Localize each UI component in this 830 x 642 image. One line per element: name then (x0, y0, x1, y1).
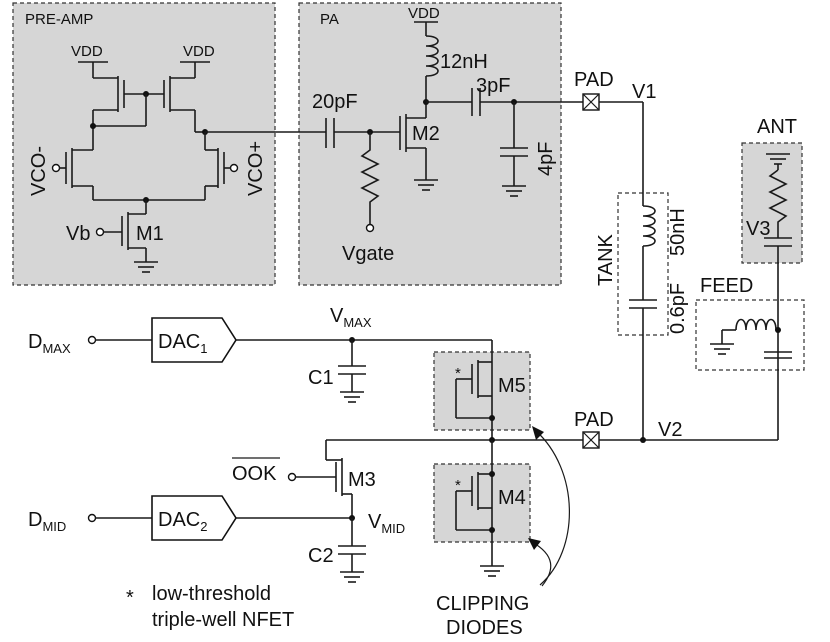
tank-title: TANK (595, 233, 617, 286)
preamp-vdd-left-label: VDD (71, 43, 103, 60)
antenna-circuit (764, 153, 792, 440)
c-shunt-label: 4pF (535, 142, 557, 176)
m5-transistor (455, 360, 495, 440)
clipping-arrow-upper (534, 429, 570, 586)
m1-label: M1 (136, 223, 164, 245)
dac1-path (87, 317, 493, 403)
l-tank-label: 50nH (667, 208, 689, 256)
feed-block (695, 299, 805, 371)
l-pa-label: 12nH (440, 51, 488, 73)
d-mid-label: DMID (28, 509, 66, 534)
v2-label: V2 (658, 419, 682, 441)
v1-label: V1 (632, 81, 656, 103)
c-tank-label: 0.6pF (667, 283, 689, 334)
pa-vdd-label: VDD (408, 5, 440, 22)
m5-star: * (455, 365, 461, 382)
m4-diode-block (433, 463, 531, 543)
m4-label: M4 (498, 487, 526, 509)
preamp-vdd-right-label: VDD (183, 43, 215, 60)
m5-diode-block (433, 351, 531, 431)
dac2-label: DAC2 (158, 509, 207, 534)
legend-line1: low-threshold (152, 583, 271, 605)
dac1-label: DAC1 (158, 331, 207, 356)
v3-label: V3 (746, 218, 770, 240)
legend-line2: triple-well NFET (152, 609, 294, 631)
vco-plus-label: VCO+ (245, 141, 267, 196)
antenna-title: ANT (757, 116, 797, 138)
tank-circuit (599, 101, 657, 440)
c2-label: C2 (308, 545, 334, 567)
c-couple-label: 20pF (312, 91, 358, 113)
dac2-path (87, 495, 366, 583)
feed-title: FEED (700, 275, 753, 297)
vmid-label: VMID (368, 511, 405, 536)
d-max-label: DMAX (28, 331, 71, 356)
pad2-label: PAD (574, 409, 614, 431)
vgate-label: Vgate (342, 243, 394, 265)
m3-label: M3 (348, 469, 376, 491)
m2-label: M2 (412, 123, 440, 145)
m4-star: * (455, 477, 461, 494)
vmax-label: VMAX (330, 305, 372, 330)
pa-title: PA (320, 11, 339, 28)
ook-label: OOK (232, 463, 277, 485)
clipping-label-line2: DIODES (446, 617, 523, 639)
clipping-label-line1: CLIPPING (436, 593, 529, 615)
legend-star: * (126, 587, 134, 609)
pad1-symbol (582, 93, 600, 111)
c1-label: C1 (308, 367, 334, 389)
c-series-label: 3pF (476, 75, 510, 97)
pa-circuit (325, 21, 583, 233)
preamp-title: PRE-AMP (25, 11, 93, 28)
m3-transistor (232, 440, 353, 516)
feed-circuit (710, 318, 792, 359)
vb-label: Vb (66, 223, 90, 245)
antenna-block (741, 142, 803, 264)
pad1-label: PAD (574, 69, 614, 91)
m4-transistor (455, 440, 504, 577)
pad2-symbol (582, 431, 600, 449)
preamp-block (12, 2, 276, 286)
vco-minus-label: VCO- (28, 146, 50, 196)
pa-block (298, 2, 562, 286)
m5-label: M5 (498, 375, 526, 397)
